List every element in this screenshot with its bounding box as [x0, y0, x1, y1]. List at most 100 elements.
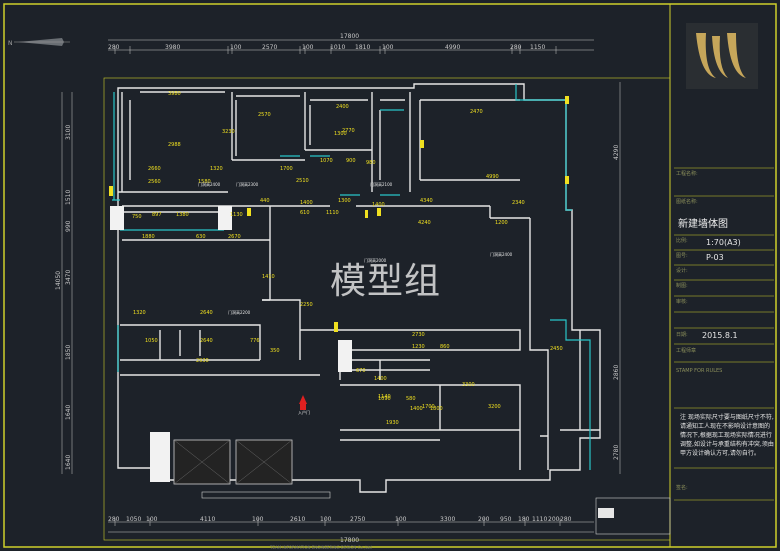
dimension-label: 1070 [320, 158, 333, 164]
dimension-label: 1300 [334, 131, 347, 137]
dimension-label: 2988 [168, 142, 181, 148]
sheet-no-value: P-03 [706, 253, 724, 262]
dimension-label: 750 [132, 214, 142, 220]
dimension-label: 1640 [65, 405, 72, 420]
date-value: 2015.8.1 [702, 331, 738, 340]
dimension-label: 2510 [296, 178, 309, 184]
dimension-label: 4990 [486, 174, 499, 180]
dimension-label: 2660 [148, 166, 161, 172]
dimension-label: 2570 [258, 112, 271, 118]
dimension-label: 2560 [148, 179, 161, 185]
seal-label: 工程师章 [676, 348, 697, 354]
dimension-label: 4990 [445, 44, 460, 51]
dimension-label: 580 [406, 396, 416, 402]
bottom-total-dimension: 17800 [340, 537, 359, 544]
dimension-label: 350 [270, 348, 280, 354]
dimension-label: 100 [302, 44, 314, 51]
dimension-label: 3980 [165, 44, 180, 51]
dimension-label: 1110 [532, 516, 547, 523]
door-height-tag: 门洞高2100 [370, 181, 393, 187]
outer-frame [3, 3, 777, 548]
dimension-label: 3100 [65, 125, 72, 140]
dimension-label: 2570 [262, 44, 277, 51]
dimension-label: 1320 [133, 310, 146, 316]
dimension-label: 2860 [613, 365, 620, 380]
dimension-label: 1880 [142, 234, 155, 240]
dimension-label: 4110 [200, 516, 215, 523]
dimension-label: 776 [250, 338, 260, 344]
footer-text: TEAM INFORMATION ENGINEERING DESIGN Co.,… [269, 545, 372, 550]
dimension-label: 1400 [374, 376, 387, 382]
dimension-label: 100 [395, 516, 407, 523]
dimension-label: 980 [366, 160, 376, 166]
dimension-label: 1300 [338, 198, 351, 204]
dimension-label: 1320 [210, 166, 223, 172]
construction-note: 注 现场实际尺寸要与图纸尺寸不符,请通知工人现在不影响设计意图的情况下,根据现工… [680, 414, 774, 457]
dimension-label: 1140 [378, 394, 391, 400]
stamp-label: STAMP FOR RULES [676, 368, 723, 374]
dimension-label: 3470 [65, 270, 72, 285]
dimension-label: 2470 [470, 109, 483, 115]
dimension-label: 1200 [495, 220, 508, 226]
door-height-tag: 门洞高2400 [198, 181, 221, 187]
dimension-label: 1110 [326, 210, 339, 216]
dimension-label: 1050 [126, 516, 141, 523]
dimension-label: 100 [252, 516, 264, 523]
watermark-text: 模型组 [330, 261, 442, 302]
dimension-label: 180 [518, 516, 530, 523]
dimension-label: 3300 [462, 382, 475, 388]
dimension-label: 2750 [350, 516, 365, 523]
sign-label: 签名: [676, 485, 688, 491]
dimension-label: 1700 [280, 166, 293, 172]
dimension-label: 200 [548, 516, 560, 523]
dimension-label: 3230 [222, 129, 235, 135]
dimension-label: 1130 [230, 212, 243, 218]
dimension-label: 2640 [200, 338, 213, 344]
door-height-tag: 门洞高2200 [228, 309, 251, 315]
dimension-label: 1930 [386, 420, 399, 426]
dimension-label: 610 [300, 210, 310, 216]
dimension-label: 4240 [418, 220, 431, 226]
dimension-label: 1510 [65, 190, 72, 205]
dimension-label: 200 [478, 516, 490, 523]
dimension-label: 950 [500, 516, 512, 523]
dimension-label: 860 [440, 344, 450, 350]
check-label: 审核: [676, 299, 688, 305]
entrance-label: 入户门 [298, 409, 310, 415]
dimension-label: 100 [320, 516, 332, 523]
dimension-label: 2400 [336, 104, 349, 110]
sheet-no-label: 图号: [676, 253, 688, 259]
dimension-label: 1380 [176, 212, 189, 218]
dimension-label: 990 [65, 220, 72, 232]
dimension-label: 2930 [196, 358, 209, 364]
dimension-label: 4290 [613, 145, 620, 160]
dimension-label: 2640 [200, 310, 213, 316]
project-label: 工程名称: [676, 171, 698, 177]
brand-monogram-icon [686, 23, 758, 89]
north-arrow-icon: N [8, 38, 70, 47]
dimension-label: 2450 [550, 346, 563, 352]
dimension-label: 1800 [430, 406, 443, 412]
entrance-marker-icon [299, 395, 307, 404]
dimension-label: 1640 [65, 455, 72, 470]
dimension-label: 440 [260, 198, 270, 204]
drawing-name: 新建墙体图 [678, 219, 728, 230]
door-height-tag: 门洞高2000 [364, 257, 387, 263]
dimension-label: 1400 [300, 200, 313, 206]
dimension-label: 2730 [412, 332, 425, 338]
dimension-label: 3980 [168, 91, 181, 97]
dimension-label: 100 [382, 44, 394, 51]
dimension-label: 1580 [198, 179, 211, 185]
dimension-label: 2250 [300, 302, 313, 308]
svg-text:N: N [8, 40, 13, 47]
dimension-label: 2670 [228, 234, 241, 240]
left-total-dimension: 14050 [55, 271, 62, 290]
dimension-label: 900 [346, 158, 356, 164]
dimension-label: 2770 [342, 128, 355, 134]
dimension-label: 2340 [512, 200, 525, 206]
